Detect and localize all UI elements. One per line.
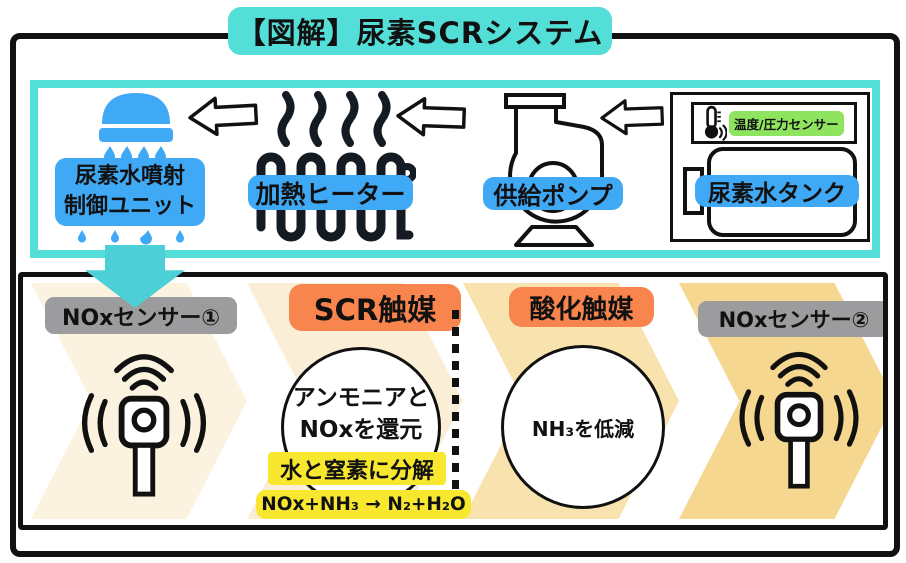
wireless-sensor-icon — [81, 354, 207, 497]
oxidation-catalyst-label: 酸化触媒 — [509, 287, 654, 327]
scr-catalyst-label: SCR触媒 — [289, 284, 461, 331]
exhaust-line-panel: NOxセンサー① SCR触媒 アンモニアと NOxを還元 水と窒素に分解 NOx… — [18, 272, 888, 530]
injection-unit-label: 尿素水噴射 制御ユニット — [55, 158, 205, 226]
sensor-row: 温度/圧力センサー — [691, 102, 857, 144]
flow-left-arrow-icon — [396, 97, 467, 137]
scr-circle-line1: アンモニアと — [292, 385, 430, 411]
heater-label: 加熱ヒーター — [248, 175, 413, 210]
heat-waves-icon — [277, 91, 391, 147]
temp-pressure-sensor-label: 温度/圧力センサー — [729, 110, 844, 136]
nox-sensor-1-label: NOxセンサー① — [45, 297, 237, 334]
page-title: 【図解】尿素SCRシステム — [228, 7, 612, 55]
dotted-divider — [452, 310, 459, 504]
nox-sensor-2-label: NOxセンサー② — [698, 301, 883, 337]
shower-head-icon — [99, 93, 173, 163]
injection-unit-label-line2: 制御ユニット — [63, 194, 196, 219]
flow-left-arrow-icon — [600, 99, 665, 136]
water-drops-icon — [78, 230, 184, 245]
scr-note: 水と窒素に分解 — [268, 452, 446, 485]
flow-left-arrow-icon — [188, 96, 259, 137]
oxidation-circle-text: NH₃を低減 — [531, 416, 635, 441]
scr-formula: NOx+NH₃ → N₂+H₂O — [256, 490, 471, 519]
urea-tank-box: 温度/圧力センサー 尿素水タンク — [670, 92, 870, 242]
tank-label: 尿素水タンク — [695, 175, 859, 207]
injection-unit-label-line1: 尿素水噴射 — [74, 164, 185, 189]
supply-line-panel: 尿素水噴射 制御ユニット — [30, 80, 880, 258]
wireless-sensor-icon — [739, 352, 859, 489]
thermometer-icon — [704, 105, 727, 141]
scr-circle-line2: NOxを還元 — [299, 417, 423, 443]
pump-label: 供給ポンプ — [483, 177, 623, 210]
oxidation-catalyst-circle: NH₃を低減 — [501, 345, 665, 509]
centrifugal-pump-icon — [504, 93, 605, 247]
